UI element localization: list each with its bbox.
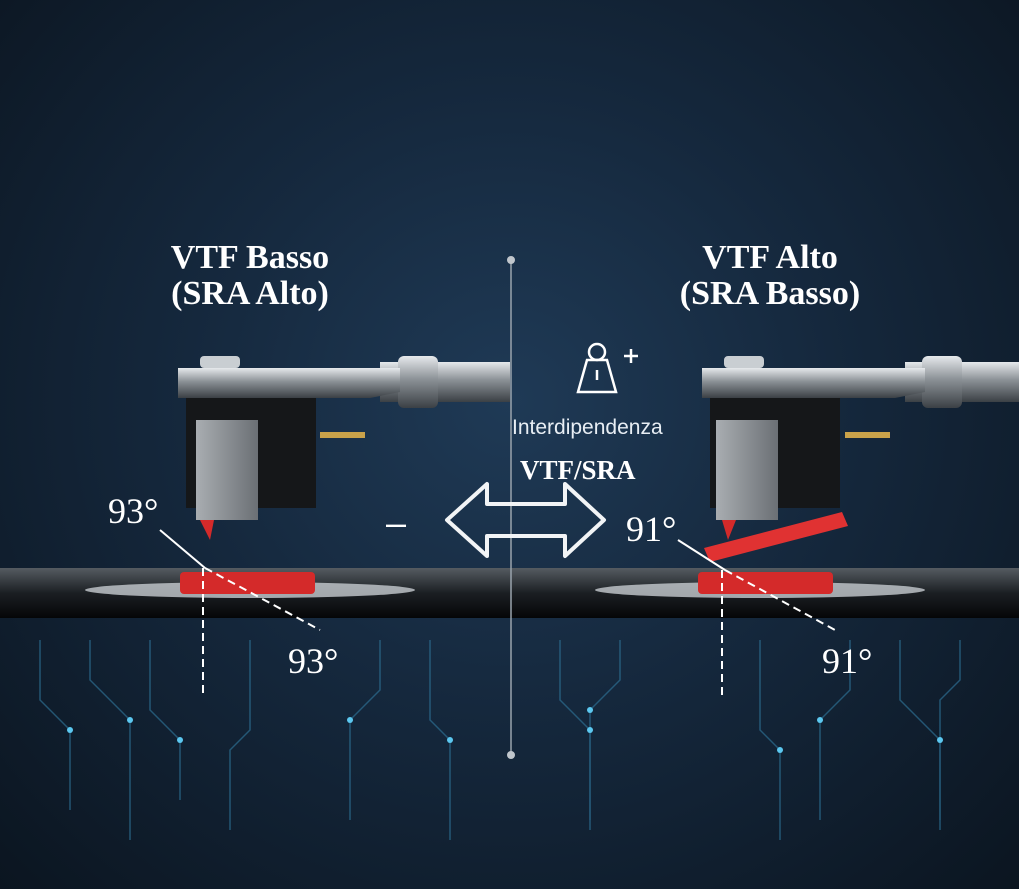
right-title-line2: (SRA Basso) [679, 275, 861, 312]
right-angle-top: 91° [626, 509, 677, 549]
circuit-nodes [67, 606, 943, 753]
left-angle-bottom: 93° [288, 641, 339, 681]
left-angle-top: 93° [108, 491, 159, 531]
stylus-pad-right [698, 572, 833, 594]
left-title-line1: VTF Basso [170, 239, 330, 276]
double-arrow-icon [445, 482, 606, 558]
right-angle-bottom: 91° [822, 641, 873, 681]
tonearm-left [178, 356, 510, 540]
right-title-line1: VTF Alto [702, 239, 838, 276]
minus-sign: – [386, 502, 407, 543]
center-label-vtf-sra: VTF/SRA [520, 455, 636, 485]
circuit-pattern [39, 640, 961, 840]
left-title-line2: (SRA Alto) [171, 275, 329, 312]
tonearm-right [702, 356, 1019, 540]
stylus-pad-left [180, 572, 315, 594]
tilted-pad-right [704, 512, 848, 562]
center-label: Interdipendenza [512, 416, 663, 439]
weight-plus-icon [576, 342, 638, 394]
